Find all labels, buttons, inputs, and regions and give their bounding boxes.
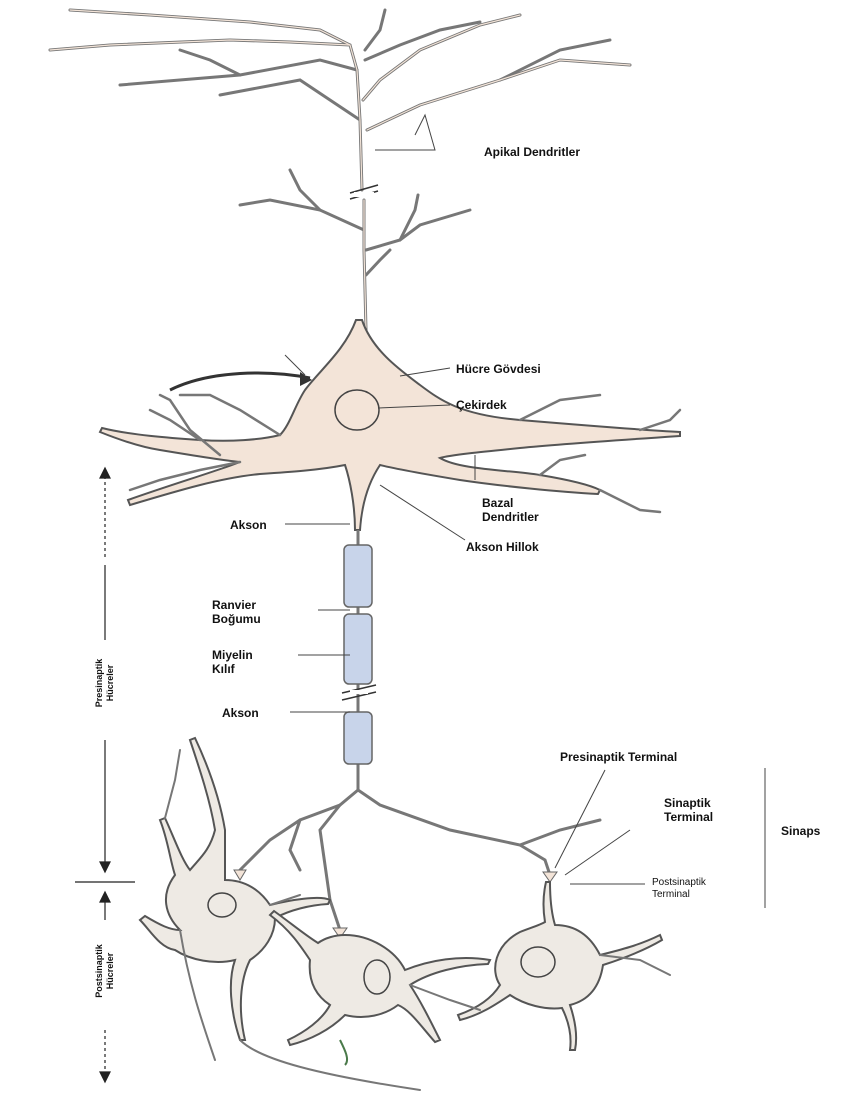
postsynaptic-cell-1 — [140, 738, 330, 1040]
label-axon-hillock: Akson Hillok — [466, 540, 539, 554]
label-basal-dendrites-line2: Dendritler — [482, 510, 539, 524]
label-synaptic-terminal-line1: Sinaptik — [664, 796, 713, 810]
apical-break-gap — [354, 192, 374, 197]
label-basal-dendrites-line1: Bazal — [482, 496, 539, 510]
label-myelin-sheath: Miyelin Kılıf — [212, 648, 253, 676]
postsynaptic-cell-3 — [458, 882, 662, 1050]
myelin-sheath-3 — [344, 712, 372, 764]
label-postsynaptic-cells-line2: Hücreler — [105, 921, 116, 1021]
label-myelin-line2: Kılıf — [212, 662, 253, 676]
label-synaptic-terminal: Sinaptik Terminal — [664, 796, 713, 824]
label-apical-dendrites: Apikal Dendritler — [484, 145, 580, 159]
label-postsynaptic-terminal-line2: Terminal — [652, 889, 706, 901]
apical-dendrites — [50, 10, 630, 190]
label-ranvier-line2: Boğumu — [212, 612, 261, 626]
incoming-axon-pointer — [285, 355, 305, 375]
label-basal-dendrites: Bazal Dendritler — [482, 496, 539, 524]
label-axon-bottom: Akson — [222, 706, 259, 720]
label-presynaptic-cells: Presinaptik Hücreler — [94, 638, 116, 728]
label-presynaptic-cells-line2: Hücreler — [105, 638, 116, 728]
label-postsynaptic-cells-line1: Postsinaptik — [94, 921, 105, 1021]
apical-dendrites-inner — [50, 10, 630, 190]
label-postsynaptic-terminal: Postsinaptik Terminal — [652, 877, 706, 901]
label-myelin-line1: Miyelin — [212, 648, 253, 662]
postsynaptic-cell-2 — [270, 911, 490, 1065]
label-ranvier-node: Ranvier Boğumu — [212, 598, 261, 626]
label-ranvier-line1: Ranvier — [212, 598, 261, 612]
label-cell-body: Hücre Gövdesi — [456, 362, 541, 376]
label-synapse: Sinaps — [781, 824, 820, 838]
label-postsynaptic-terminal-line1: Postsinaptik — [652, 877, 706, 889]
axon-break-gap — [350, 690, 368, 694]
label-presynaptic-cells-line1: Presinaptik — [94, 638, 105, 728]
label-nucleus: Çekirdek — [456, 398, 507, 412]
myelin-sheath-1 — [344, 545, 372, 607]
label-axon-top: Akson — [230, 518, 267, 532]
myelin-sheath-2 — [344, 614, 372, 684]
label-synaptic-terminal-line2: Terminal — [664, 810, 713, 824]
label-presynaptic-terminal: Presinaptik Terminal — [560, 750, 677, 764]
incoming-axon — [170, 373, 310, 390]
label-postsynaptic-cells: Postsinaptik Hücreler — [94, 921, 116, 1021]
